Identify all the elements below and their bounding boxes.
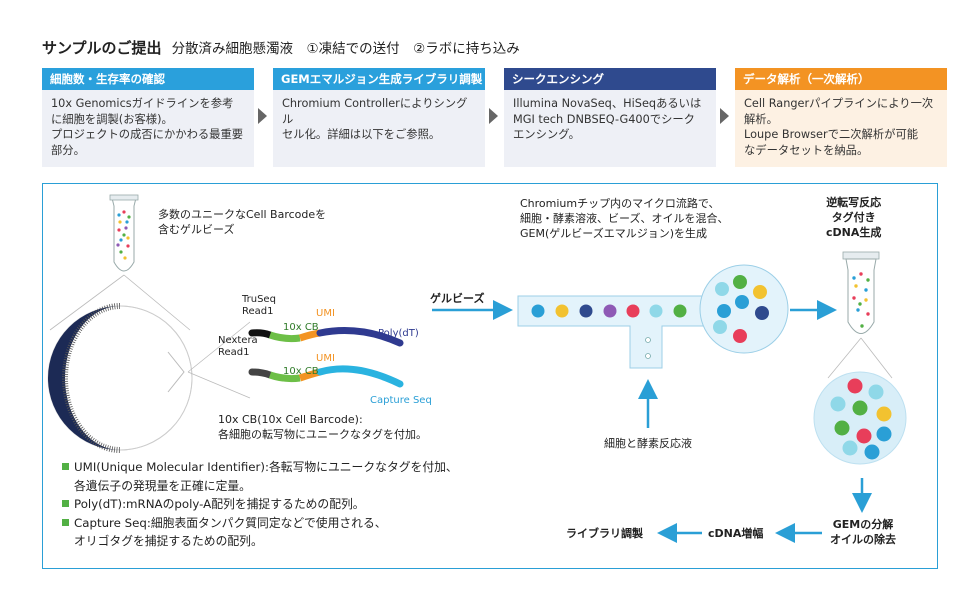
step-title: データ解析（一次解析） [735,68,947,90]
workflow-diagram-frame [42,183,938,569]
nextera-label: Nextera Read1 [218,335,258,358]
capture-seq-label: Capture Seq [370,395,432,406]
cb-label-bottom: 10x CB [283,366,319,377]
cdna-tube-icon [842,251,880,334]
legend-list: UMI(Unique Molecular Identifier):各転写物にユニ… [62,458,458,551]
cb-note: 10x CB(10x Cell Barcode): 各細胞の転写物にユニークなタ… [218,413,427,441]
oligo-polydt [248,327,404,347]
cell-enzyme-label: 細胞と酵素反応液 [604,437,692,450]
step-arrow-icon [720,108,729,124]
step-title: 細胞数・生存率の確認 [42,68,254,90]
legend-item-umi: UMI(Unique Molecular Identifier):各転写物にユニ… [62,458,458,495]
microfluidic-chip-icon [517,264,789,369]
umi-label-top: UMI [316,308,335,319]
step-arrow-icon [258,108,267,124]
gel-bead-magnified-icon [47,303,193,453]
gelbeads-label: ゲルビーズ [430,292,485,305]
chromium-description: Chromiumチップ内のマイクロ流路で、 細胞・酵素溶液、ビーズ、オイルを混合… [520,197,729,240]
rt-label: 逆転写反応 タグ付き cDNA生成 [826,196,882,239]
page-title: サンプルのご提出分散済み細胞懸濁液 ①凍結での送付 ②ラボに持ち込み [42,37,520,58]
gem-droplet-magnified-icon [813,371,907,465]
umi-label-bottom: UMI [316,353,335,364]
bead-tube-icon [109,194,139,272]
bead-label: 多数のユニークなCell Barcodeを 含むゲルビーズ [158,208,327,236]
step-title: シークエンシング [504,68,716,90]
step-body: Illumina NovaSeq、HiSeqあるいは MGI tech DNBS… [513,97,702,141]
polydt-label: Poly(dT) [378,328,419,339]
library-prep-label: ライブラリ調製 [566,527,643,540]
step-body: Cell Rangerパイプラインにより一次 解析。 Loupe Browser… [744,97,934,157]
legend-item-capture-seq: Capture Seq:細胞表面タンパク質同定などで使用される、 オリゴタグを捕… [62,514,458,551]
cdna-amplification-label: cDNA増幅 [708,527,764,540]
step-data-analysis: データ解析（一次解析） Cell Rangerパイプラインにより一次 解析。 L… [735,68,947,167]
oligo-capture-seq [248,365,404,388]
step-body: Chromium Controllerによりシングル セル化。詳細は以下をご参照… [282,97,468,141]
cb-label-top: 10x CB [283,322,319,333]
step-sequencing: シークエンシング Illumina NovaSeq、HiSeqあるいは MGI … [504,68,716,167]
truseq-label: TruSeq Read1 [242,294,276,317]
step-title: GEMエマルジョン生成ライブラリ調製 [273,68,485,90]
gem-break-label: GEMの分解 オイルの除去 [830,518,896,546]
legend-item-polydt: Poly(dT):mRNAのpoly-A配列を捕捉するための配列。 [62,495,458,514]
subtitle: 分散済み細胞懸濁液 ①凍結での送付 ②ラボに持ち込み [171,41,520,57]
step-arrow-icon [489,108,498,124]
step-cell-check: 細胞数・生存率の確認 10x Genomicsガイドラインを参考 に細胞を調製(… [42,68,254,167]
step-gem-library: GEMエマルジョン生成ライブラリ調製 Chromium Controllerによ… [273,68,485,167]
title-text: サンプルのご提出 [42,39,162,57]
step-body: 10x Genomicsガイドラインを参考 に細胞を調製(お客様)。 プロジェク… [51,97,244,157]
